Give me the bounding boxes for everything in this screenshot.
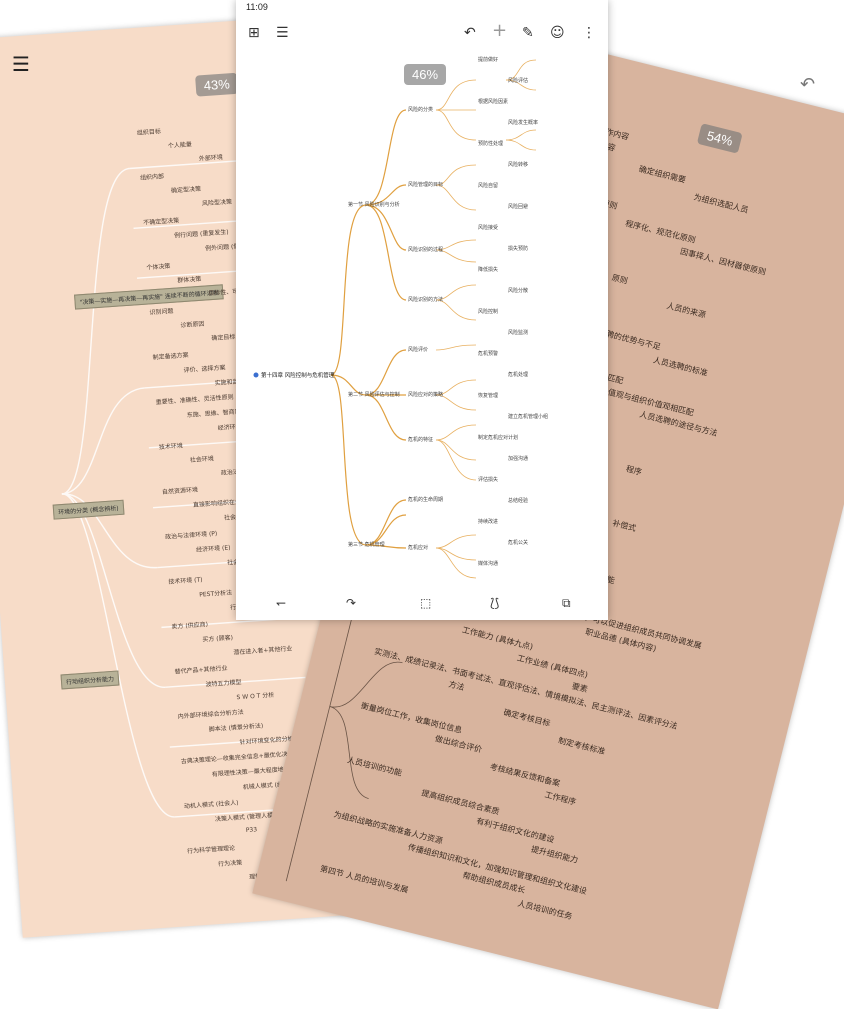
status-time: 11:09: [246, 2, 268, 12]
add-icon[interactable]: +: [492, 20, 508, 41]
mindmap-leaf: 评估损失: [478, 477, 499, 483]
mindmap-leaf: 媒体沟通: [478, 561, 499, 567]
left-node-label: 群体决策: [177, 275, 202, 285]
mindmap-leaf: 风险接受: [478, 225, 499, 231]
mindmap-leaf: 风险监测: [508, 330, 529, 336]
left-node-label: 诊断原因: [180, 320, 205, 330]
bracket-icon[interactable]: ⟅⟆: [490, 596, 500, 610]
left-node-label: 外部环境: [198, 153, 224, 163]
mindmap-leaf: 恢复管理: [478, 393, 499, 399]
mindmap-leaf: 危机公关: [508, 540, 529, 546]
center-app-window: 11:09 ⊞ ☰ ↶ + ✎ ☺ ⋮ 46%: [236, 0, 608, 620]
left-node-label: 识别问题: [149, 307, 174, 317]
mindmap-leaf: 风险评估: [508, 78, 529, 84]
more-icon[interactable]: ⋮: [582, 25, 596, 41]
mindmap-branch: 风险的分类: [408, 107, 434, 113]
undo-icon[interactable]: ↶: [464, 25, 476, 41]
mindmap-leaf: 风险控制: [478, 309, 499, 315]
mindmap-leaf: 建立危机管理小组: [508, 414, 549, 420]
mindmap-leaf: 预防性处理: [478, 141, 504, 147]
left-node-label: 组织目标: [136, 128, 162, 137]
left-node-label: 组织内部: [139, 173, 165, 182]
mindmap-leaf: 降低损失: [478, 267, 499, 273]
mindmap-leaf: 危机处理: [508, 372, 529, 378]
mindmap-leaf: 持续改进: [478, 519, 499, 525]
mindmap-root-node[interactable]: 第十四章 风险控制与危机管理: [261, 373, 335, 379]
mindmap-branch: 风险应对的策略: [408, 392, 444, 398]
left-node-label: 社会环境: [189, 455, 215, 464]
left-node-label: 行为决策: [217, 859, 243, 868]
mindmap-branch: 风险管理的目标: [408, 182, 444, 188]
mindmap-section-1[interactable]: 第一节 风险识别与分析: [348, 202, 400, 208]
list-icon[interactable]: ☰: [276, 25, 289, 41]
mindmap-leaf: 总结经验: [508, 498, 529, 504]
redo-icon[interactable]: ↷: [346, 596, 357, 610]
grid-icon[interactable]: ⊞: [248, 25, 260, 41]
bottom-toolbar: ↽ ↷ ⬚ ⟅⟆ ⧉: [236, 590, 608, 616]
mindmap-leaf: 危机预警: [478, 351, 499, 357]
left-node-label: 确定目标: [211, 333, 236, 343]
back-icon[interactable]: ↽: [276, 596, 287, 610]
mindmap-leaf: 风险回避: [508, 204, 529, 210]
center-mindmap-lines: [253, 59, 537, 579]
mindmap-branch: 危机的特征: [408, 437, 434, 443]
left-node-label: P33: [245, 826, 258, 834]
mindmap-section-2[interactable]: 第二节 风险评估与控制: [348, 392, 400, 398]
mindmap-branch: 风险识别的过程: [408, 247, 444, 253]
mindmap-leaf: 制定危机应对计划: [478, 435, 519, 441]
left-node-label: 技术环境: [158, 442, 184, 452]
left-node-label: 个人能量: [167, 141, 193, 150]
mindmap-leaf: 提前做好: [478, 57, 499, 63]
center-zoom-indicator: 46%: [404, 64, 447, 85]
undo-icon-right[interactable]: ↶: [800, 74, 816, 95]
mindmap-branch: 危机应对: [408, 545, 429, 551]
mindmap-branch: 风险评价: [408, 347, 429, 353]
layers-icon[interactable]: ⧉: [562, 596, 571, 610]
menu-icon[interactable]: ☰: [12, 52, 30, 76]
mindmap-leaf: 损失预防: [508, 246, 529, 252]
mindmap-leaf: 风险发生概率: [508, 120, 539, 126]
mindmap-leaf: 加强沟通: [508, 456, 529, 462]
mindmap-leaf: 风险转移: [508, 162, 529, 168]
mindmap-section-3[interactable]: 第三节 危机管理: [348, 542, 385, 548]
mindmap-branch: 危机的生命周期: [408, 497, 444, 503]
mindmap-leaf: 根据风险因素: [478, 99, 509, 105]
mindmap-leaf: 风险分散: [508, 288, 529, 294]
mindmap-branch: 风险识别的方法: [408, 297, 444, 303]
emoji-icon[interactable]: ☺: [550, 25, 565, 41]
select-icon[interactable]: ⬚: [420, 596, 432, 610]
mindmap-leaf: 风险自留: [478, 183, 499, 189]
pen-icon[interactable]: ✎: [522, 25, 534, 41]
left-node-label: 个体决策: [146, 262, 171, 272]
